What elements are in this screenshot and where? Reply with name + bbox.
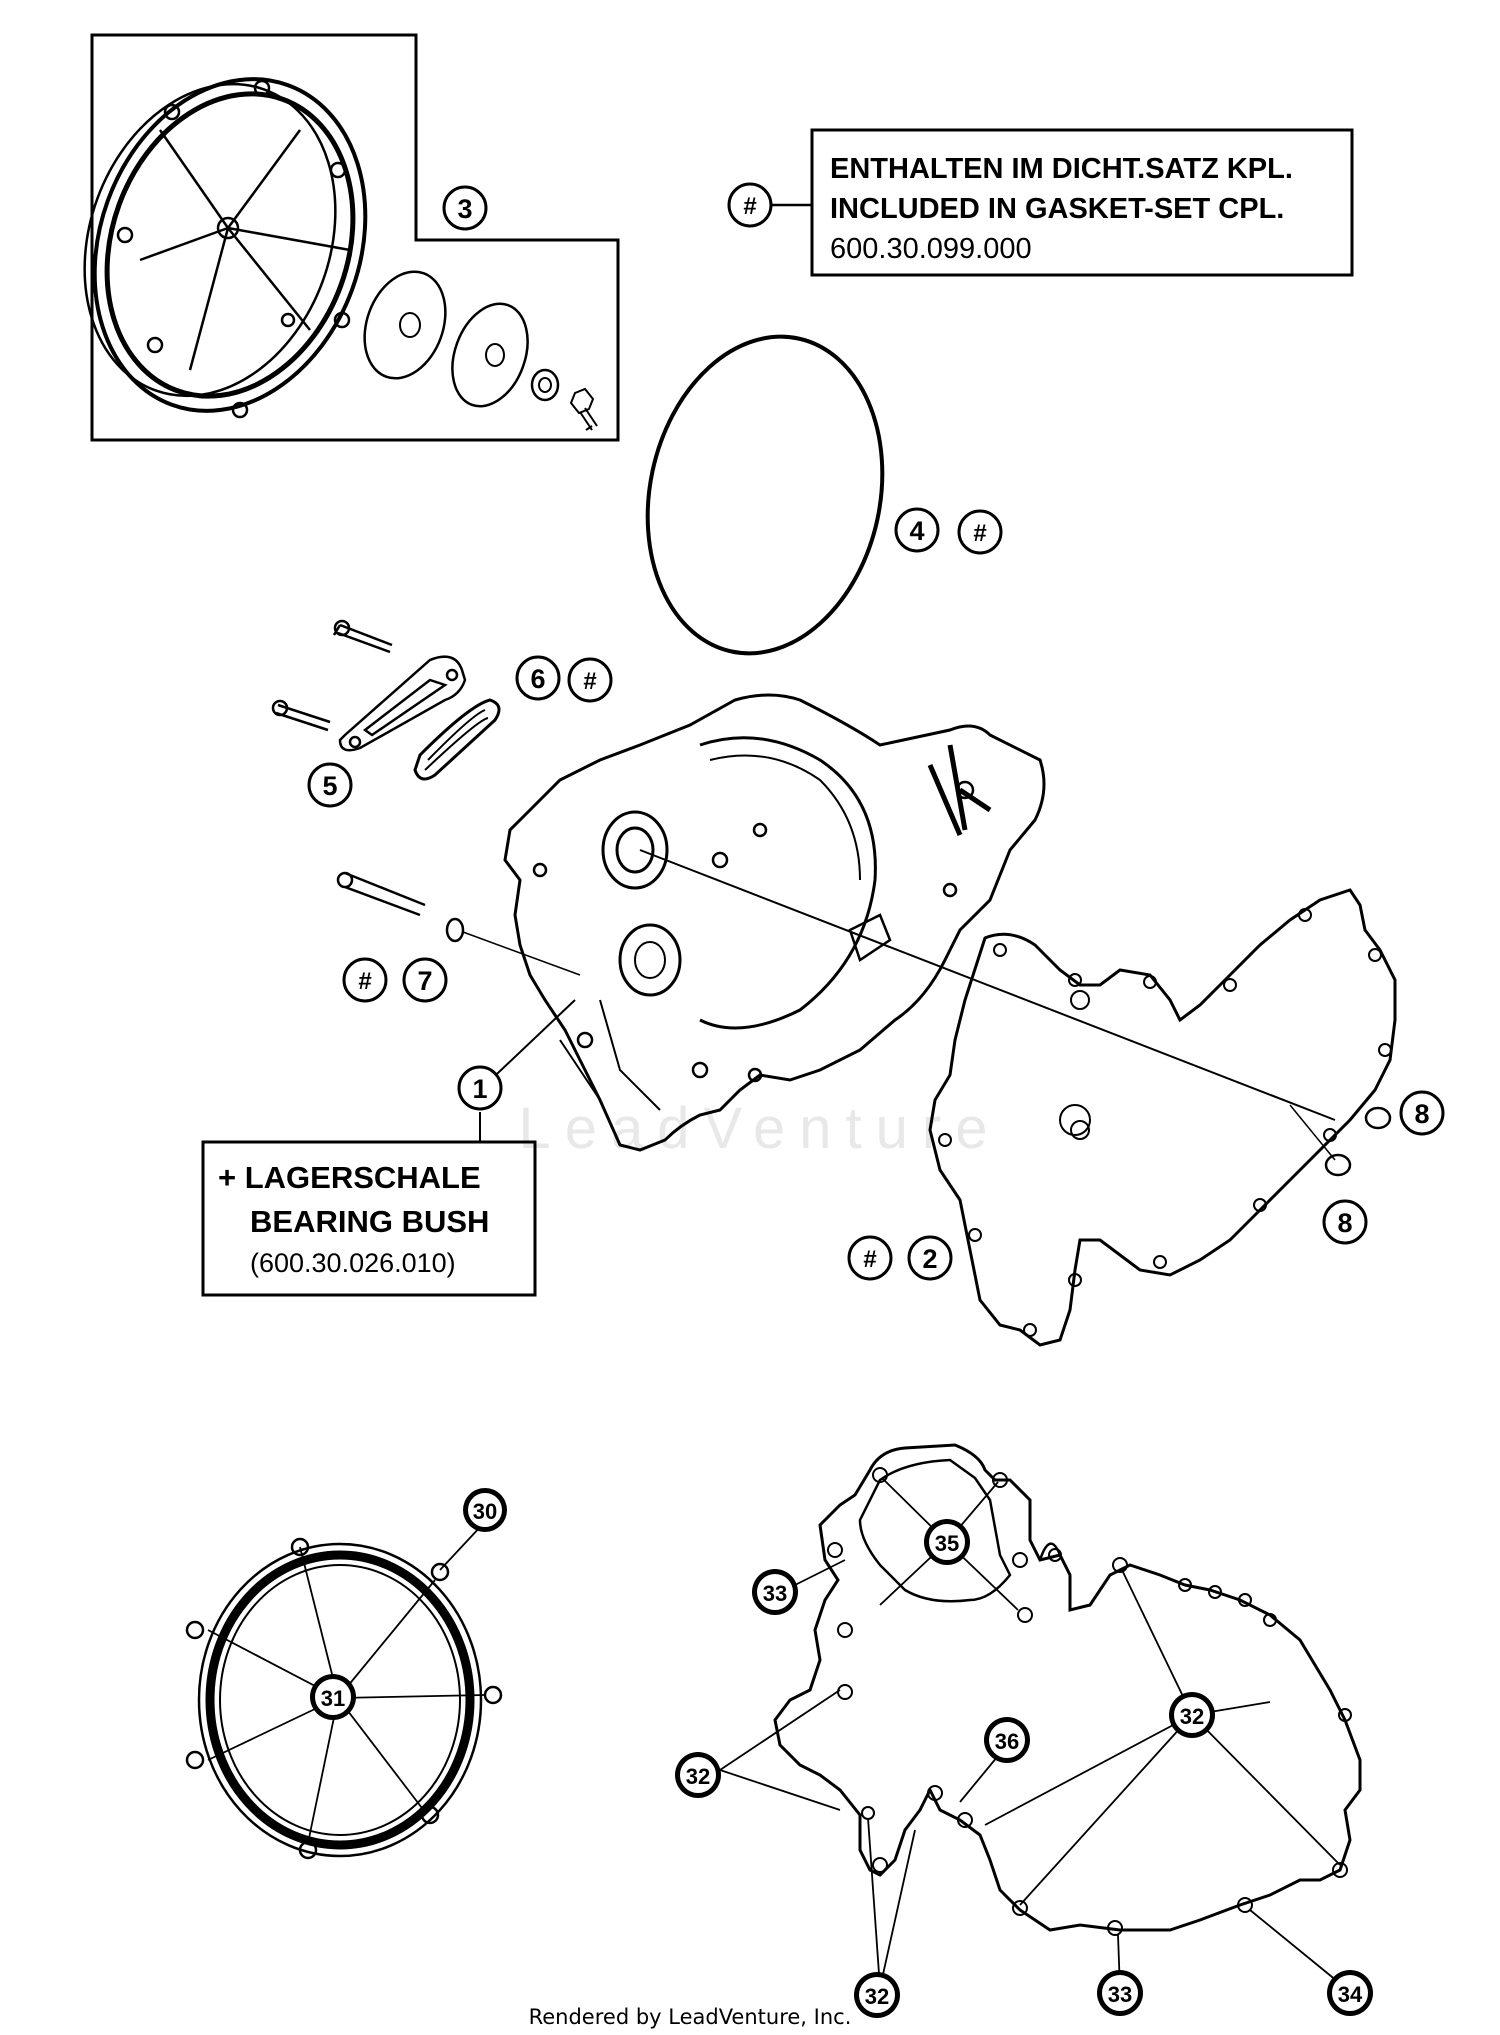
dowel-pins-part-8: [1289, 1104, 1392, 1177]
o-ring-part-4: [645, 334, 885, 656]
callout-2: # 2: [847, 1235, 953, 1281]
footer-credit: Rendered by LeadVenture, Inc.: [529, 2005, 852, 2029]
callouts-lower-right: 35 33 32 32 36 32 33: [675, 1519, 1373, 2018]
callout-31: 31: [310, 1674, 356, 1720]
callout-32-left: 32: [675, 1752, 721, 1798]
svg-text:3: 3: [457, 194, 472, 224]
callout-3: 3: [442, 185, 488, 231]
svg-text:8: 8: [1414, 1099, 1429, 1129]
svg-text:36: 36: [995, 1729, 1019, 1754]
callout-8-lower: 8: [1322, 1199, 1368, 1245]
callouts-upper: 3 4 # 6 # 5 # 7 1 #: [307, 185, 1445, 1281]
bolt-part-7: [336, 871, 581, 976]
svg-text:8: 8: [1337, 1208, 1352, 1238]
bearing-line-en: BEARING BUSH: [250, 1204, 489, 1239]
svg-text:6: 6: [530, 664, 545, 694]
crankcase-gasket-drawing: [773, 1443, 1362, 1936]
gasket-set-note: ENTHALTEN IM DICHT.SATZ KPL. INCLUDED IN…: [727, 128, 1354, 277]
svg-text:33: 33: [1108, 1982, 1132, 2007]
cover-plate-part-5: [271, 619, 501, 781]
callout-8-upper: 8: [1399, 1090, 1445, 1136]
crankcase-part-1: [503, 693, 1336, 1152]
svg-text:31: 31: [321, 1686, 345, 1711]
bearing-line-de: + LAGERSCHALE: [218, 1160, 481, 1195]
callout-6: 6 #: [515, 655, 613, 703]
callout-33-bottom: 33: [1097, 1970, 1143, 2016]
svg-text:7: 7: [417, 966, 432, 996]
svg-text:#: #: [973, 520, 986, 547]
callout-34: 34: [1327, 1970, 1373, 2016]
gasket-set-line-en: INCLUDED IN GASKET-SET CPL.: [830, 193, 1284, 225]
leader-lines-lower-left: [207, 1524, 486, 1844]
gasket-part-2: [928, 888, 1397, 1347]
svg-text:32: 32: [865, 1984, 889, 2009]
leader-lines-lower-right: [719, 1477, 1349, 1991]
callout-30: 30: [463, 1488, 507, 1532]
callout-33-left: 33: [752, 1569, 798, 1615]
clutch-cover-drawing: [83, 77, 598, 431]
svg-text:1: 1: [472, 1074, 487, 1104]
svg-text:5: 5: [322, 771, 337, 801]
callouts-lower-left: 30 31: [310, 1488, 507, 1720]
svg-text:32: 32: [686, 1764, 710, 1789]
svg-text:35: 35: [935, 1531, 959, 1556]
svg-text:33: 33: [763, 1581, 787, 1606]
clutch-cover-gasket-drawing: [185, 1537, 503, 1860]
bearing-part-number: (600.30.026.010): [250, 1248, 456, 1278]
callout-32-right: 32: [1169, 1692, 1215, 1738]
gasket-set-line-de: ENTHALTEN IM DICHT.SATZ KPL.: [830, 153, 1293, 185]
svg-text:#: #: [863, 1246, 876, 1273]
callout-4: 4 #: [894, 507, 1003, 555]
part-3-box: [83, 33, 620, 442]
svg-text:#: #: [358, 968, 371, 995]
gasket-set-hash-marker: #: [743, 193, 756, 220]
callout-1: 1: [457, 1065, 503, 1111]
watermark-text: LeadVenture: [519, 1096, 1002, 1161]
callout-36: 36: [984, 1717, 1030, 1763]
svg-text:2: 2: [922, 1244, 937, 1274]
svg-text:4: 4: [909, 516, 924, 546]
svg-text:32: 32: [1180, 1704, 1204, 1729]
bearing-bush-note: + LAGERSCHALE BEARING BUSH (600.30.026.0…: [201, 999, 576, 1297]
callout-5: 5: [307, 762, 353, 808]
gasket-set-part-number: 600.30.099.000: [830, 233, 1032, 265]
svg-text:34: 34: [1338, 1982, 1363, 2007]
callout-35: 35: [924, 1519, 970, 1565]
callout-7: # 7: [342, 957, 448, 1003]
svg-text:#: #: [583, 668, 596, 695]
svg-text:30: 30: [473, 1499, 497, 1524]
callout-32-bottom: 32: [854, 1972, 900, 2018]
